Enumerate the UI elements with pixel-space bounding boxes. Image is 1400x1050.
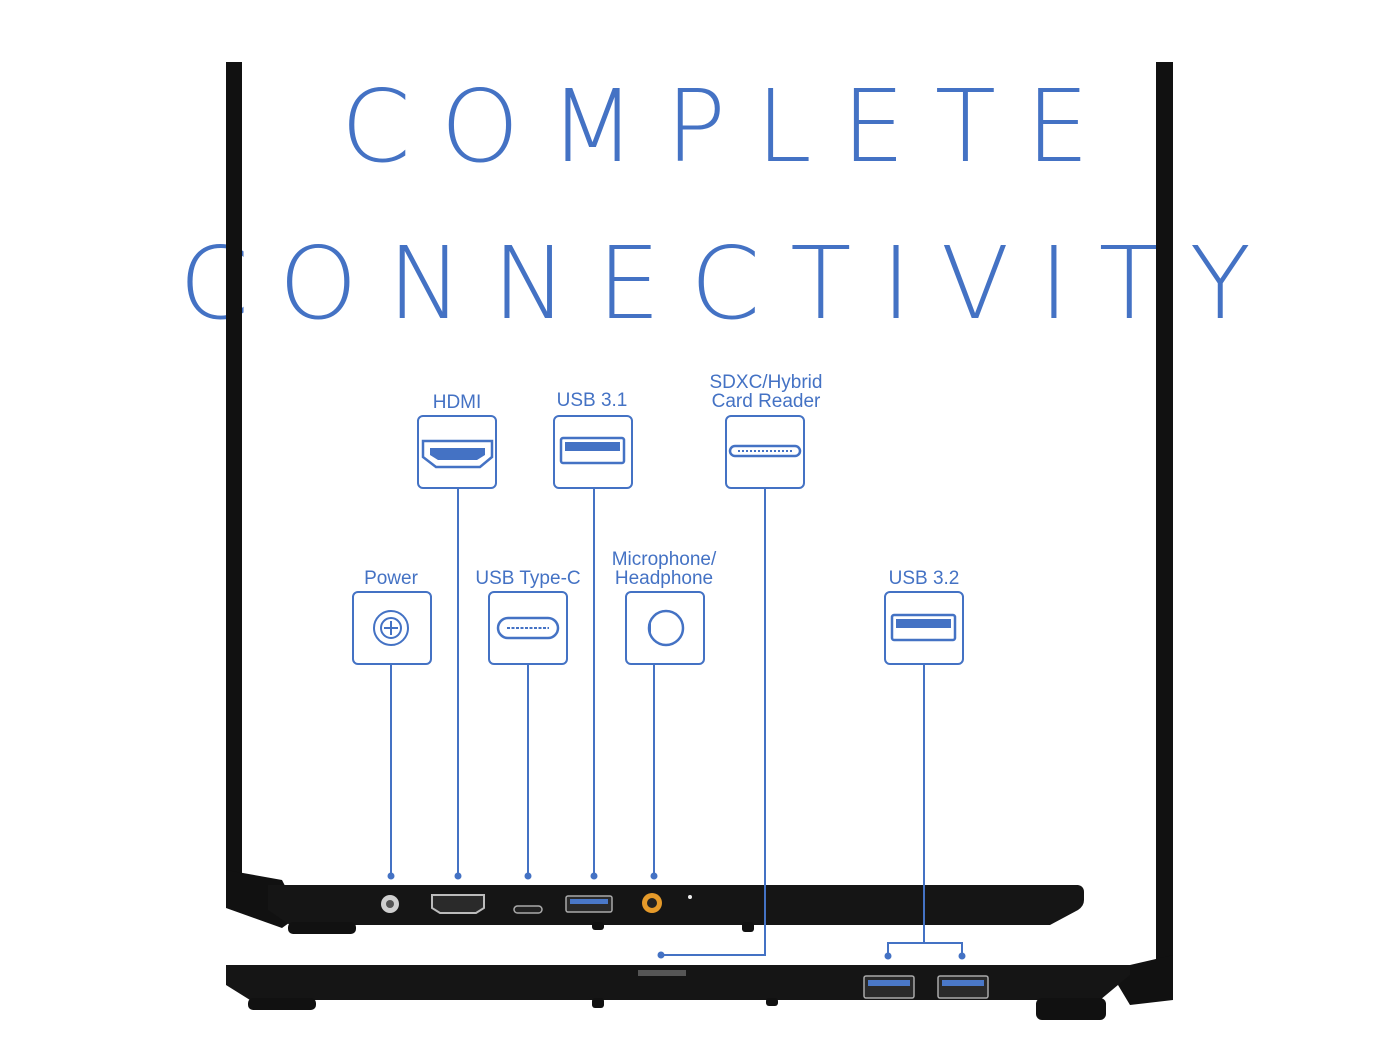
usb-3-1-port-tongue bbox=[570, 899, 608, 904]
usb-a-port-icon-2 bbox=[890, 613, 957, 642]
sd-card-slot-icon bbox=[728, 444, 802, 458]
usb-3-2-port-1 bbox=[863, 975, 915, 999]
label-power: Power bbox=[351, 569, 431, 588]
label-usb-3-1-text: USB 3.1 bbox=[556, 390, 628, 411]
label-card-reader-text: Card Reader bbox=[711, 391, 821, 412]
foot-right-3 bbox=[766, 998, 778, 1006]
dot-sd-card bbox=[657, 951, 665, 959]
line-usb-3-2-branch bbox=[887, 942, 963, 955]
label-microphone-headphone: Microphone/ Headphone bbox=[594, 550, 734, 588]
audio-jack-icon bbox=[647, 609, 685, 647]
connector-dots bbox=[387, 872, 966, 960]
usb-3-2-port-2 bbox=[937, 975, 989, 999]
headline-line-1: COMPLETE bbox=[340, 68, 1120, 185]
dot-hdmi bbox=[454, 872, 462, 880]
usb-3-2-port-1-tongue bbox=[868, 980, 910, 986]
label-usb-type-c: USB Type-C bbox=[468, 569, 588, 588]
dot-usb-3-2-a bbox=[884, 952, 892, 960]
dot-audio bbox=[650, 872, 658, 880]
usb-type-c-port-icon bbox=[496, 616, 560, 640]
usb-3-2-port-2-tongue bbox=[942, 980, 984, 986]
dot-usb-3-1 bbox=[590, 872, 598, 880]
line-sd-card bbox=[662, 489, 766, 956]
label-usb-3-2: USB 3.2 bbox=[884, 569, 964, 588]
label-usb-type-c-text: USB Type-C bbox=[475, 568, 581, 589]
foot-left bbox=[288, 922, 356, 934]
dot-usb-3-2-b bbox=[958, 952, 966, 960]
label-headphone-text: Headphone bbox=[614, 568, 714, 589]
label-sdxc-text: SDXC/Hybrid bbox=[709, 372, 823, 393]
label-hdmi-text: HDMI bbox=[432, 392, 482, 413]
dot-power bbox=[387, 872, 395, 880]
usb-type-c-port bbox=[513, 905, 543, 914]
foot-right-1 bbox=[248, 998, 316, 1010]
hdmi-port bbox=[431, 894, 485, 914]
foot-small-1 bbox=[592, 922, 604, 930]
label-sdxc-card-reader: SDXC/Hybrid Card Reader bbox=[696, 373, 836, 411]
label-usb-3-2-text: USB 3.2 bbox=[888, 568, 960, 589]
sd-card-slot bbox=[638, 970, 686, 976]
connector-lines bbox=[390, 489, 963, 956]
usb-a-port-icon bbox=[559, 436, 626, 465]
audio-port-center bbox=[647, 898, 657, 908]
power-port-center bbox=[386, 900, 394, 908]
indicator-led bbox=[688, 895, 692, 899]
laptop-lid-right-edge bbox=[1156, 62, 1173, 962]
foot-right-2 bbox=[592, 998, 604, 1008]
laptop-lid-left-edge bbox=[226, 62, 242, 882]
foot-right-4 bbox=[1036, 998, 1106, 1020]
hdmi-port-icon bbox=[421, 439, 494, 469]
label-usb-3-1: USB 3.1 bbox=[552, 391, 632, 410]
label-microphone-text: Microphone/ bbox=[611, 549, 717, 570]
label-power-text: Power bbox=[364, 568, 418, 589]
headline-line-2: CONNECTIVITY bbox=[179, 225, 1281, 342]
dot-usb-type-c bbox=[524, 872, 532, 880]
label-hdmi: HDMI bbox=[417, 393, 497, 412]
foot-small-2 bbox=[742, 922, 754, 932]
power-jack-icon bbox=[373, 610, 409, 646]
right-hinge bbox=[1118, 955, 1173, 1005]
